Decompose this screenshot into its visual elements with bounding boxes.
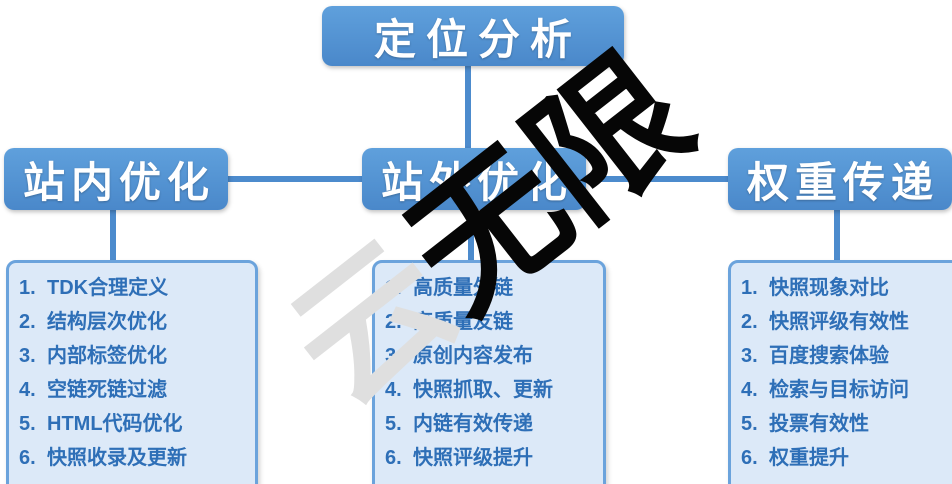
list-item-text: 快照收录及更新 [47,447,187,469]
branch-title-offsite-optimization: 站外优化 [362,148,586,210]
list-item: 6. 权重提升 [741,441,952,475]
list-item: 5. 投票有效性 [741,407,952,441]
list-item-number: 1. [385,277,402,299]
branch-title-onsite-optimization: 站内优化 [4,148,228,210]
list-item: 6. 快照收录及更新 [19,441,251,475]
branch-title-label: 站外优化 [380,158,573,206]
list-item-text: TDK合理定义 [47,277,169,299]
list-item-text: 结构层次优化 [47,311,167,333]
list-item: 2. 结构层次优化 [19,305,251,339]
branch-title-label: 权重传递 [746,158,939,206]
list-item-text: 高质量友链 [413,311,513,333]
list-item: 2. 快照评级有效性 [741,305,952,339]
list-item: 3. 内部标签优化 [19,339,251,373]
list-item: 6. 快照评级提升 [385,441,599,475]
list-item: 1. TDK合理定义 [19,271,251,305]
list-item-number: 3. [385,345,402,367]
connector-root-to-offsite [465,64,471,150]
list-item-number: 3. [741,345,758,367]
list-item-number: 5. [19,413,36,435]
list-item: 5. HTML代码优化 [19,407,251,441]
list-item-text: 投票有效性 [769,413,869,435]
list-item-text: 内链有效传递 [413,413,533,435]
list-item-number: 4. [19,379,36,401]
root-node-label: 定位分析 [373,15,582,63]
list-item-text: 检索与目标访问 [769,379,909,401]
root-node-positioning-analysis: 定位分析 [322,6,624,66]
list-item-number: 3. [19,345,36,367]
branch-title-label: 站内优化 [22,158,215,206]
connector-weight-to-list [834,208,840,262]
list-item: 1. 快照现象对比 [741,271,952,305]
list-item-text: 快照现象对比 [769,277,889,299]
list-item-text: 快照评级提升 [413,447,533,469]
list-item-number: 2. [385,311,402,333]
list-item-text: 权重提升 [769,447,849,469]
list-item-number: 1. [741,277,758,299]
list-item-number: 4. [741,379,758,401]
list-item: 4. 检索与目标访问 [741,373,952,407]
list-item-text: 内部标签优化 [47,345,167,367]
offsite-optimization-list: 1. 高质量外链 2. 高质量友链 3. 原创内容发布 4. 快照抓取、更新 5. 内链有… [372,260,606,484]
list-item-number: 5. [741,413,758,435]
list-item-text: 百度搜索体验 [769,345,889,367]
list-item-number: 6. [19,447,36,469]
list-item: 5. 内链有效传递 [385,407,599,441]
list-item: 4. 快照抓取、更新 [385,373,599,407]
list-item-text: 高质量外链 [413,277,513,299]
list-item-text: 原创内容发布 [413,345,533,367]
branch-title-weight-transfer: 权重传递 [728,148,952,210]
list-item-number: 4. [385,379,402,401]
list-item-number: 2. [19,311,36,333]
list-item-text: 快照抓取、更新 [413,379,553,401]
list-item-number: 2. [741,311,758,333]
list-item-number: 6. [741,447,758,469]
onsite-optimization-list: 1. TDK合理定义 2. 结构层次优化 3. 内部标签优化 4. 空链死链过滤 5. H… [6,260,258,484]
connector-onsite-to-offsite [220,176,364,182]
list-item-text: 空链死链过滤 [47,379,167,401]
list-item: 3. 原创内容发布 [385,339,599,373]
list-item-text: HTML代码优化 [47,413,183,435]
weight-transfer-list: 1. 快照现象对比 2. 快照评级有效性 3. 百度搜索体验 4. 检索与目标访问 5.… [728,260,952,484]
list-item-number: 6. [385,447,402,469]
list-item-text: 快照评级有效性 [769,311,909,333]
list-item-number: 1. [19,277,36,299]
connector-offsite-to-weight [578,176,730,182]
list-item: 2. 高质量友链 [385,305,599,339]
connector-onsite-to-list [110,208,116,262]
list-item-number: 5. [385,413,402,435]
list-item: 1. 高质量外链 [385,271,599,305]
list-item: 4. 空链死链过滤 [19,373,251,407]
connector-offsite-to-list [468,208,474,262]
list-item: 3. 百度搜索体验 [741,339,952,373]
